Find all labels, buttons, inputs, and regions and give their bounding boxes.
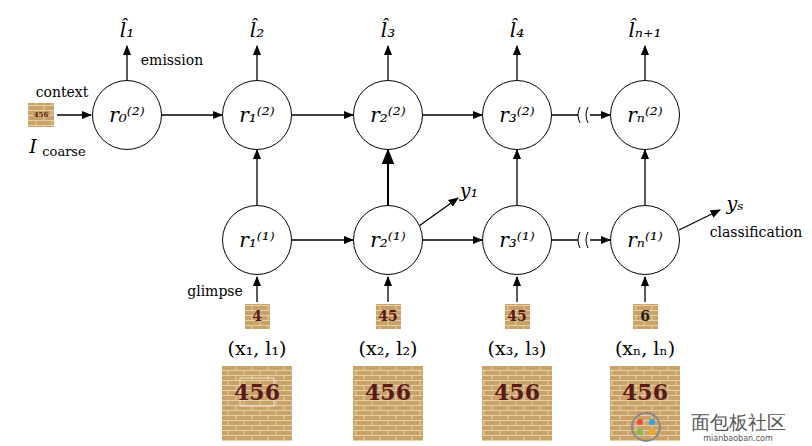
image-digits: 45 xyxy=(378,309,397,324)
image-digits: 456 xyxy=(234,380,280,404)
annotation: classification xyxy=(710,225,803,240)
watermark: mianbaoban.com xyxy=(703,435,773,444)
watermark-logo xyxy=(632,413,660,441)
glimpse-patch xyxy=(633,304,658,329)
rnn-state-circle: rₙ⁽¹⁾ xyxy=(610,205,680,275)
input-image xyxy=(353,366,423,441)
glimpse-input: (x₂, l₂) xyxy=(359,338,418,359)
image-digits: 456 xyxy=(34,111,49,119)
rnn-state-circle: r₁⁽²⁾ xyxy=(222,80,292,150)
annotation: glimpse xyxy=(187,284,243,299)
location-output: l̂ₙ₊₁ xyxy=(628,19,661,41)
rnn-state-circle: r₂⁽²⁾ xyxy=(353,80,423,150)
image-digits: 456 xyxy=(365,380,411,404)
rnn-state-circle: r₃⁽¹⁾ xyxy=(482,205,552,275)
location-output: l̂₃ xyxy=(381,19,395,41)
glimpse-input: (x₁, l₁) xyxy=(228,338,287,359)
recurrent-connection xyxy=(256,150,257,205)
recurrent-connection xyxy=(292,239,353,240)
image-digits: 4 xyxy=(252,309,262,324)
image-digits: 6 xyxy=(640,309,650,324)
state-label: r₁⁽²⁾ xyxy=(239,105,274,125)
input-image xyxy=(482,366,552,441)
image-digits: 456 xyxy=(622,380,668,404)
recurrent-connection xyxy=(644,150,645,205)
recurrent-connection xyxy=(387,150,389,205)
state-label: r₃⁽²⁾ xyxy=(499,105,534,125)
rnn-state-circle: r₃⁽²⁾ xyxy=(482,80,552,150)
glimpse-input: (x₃, l₃) xyxy=(488,338,547,359)
input-image xyxy=(610,366,680,441)
annotation: emission xyxy=(141,53,203,68)
class-output: y₁ xyxy=(460,180,478,201)
glimpse-input: (xₙ, lₙ) xyxy=(615,338,675,359)
rnn-state-circle: r₂⁽¹⁾ xyxy=(353,205,423,275)
watermark: 面包板社区 xyxy=(691,412,786,433)
location-output: l̂₄ xyxy=(510,19,524,41)
symbol-subscript: coarse xyxy=(42,145,85,159)
annotation: context xyxy=(36,85,89,100)
state-label: r₁⁽¹⁾ xyxy=(239,230,274,250)
input-image xyxy=(222,366,292,441)
state-label: r₃⁽¹⁾ xyxy=(499,230,534,250)
state-label: r₀⁽²⁾ xyxy=(109,105,144,125)
recurrent-connection xyxy=(292,114,353,115)
recurrent-connection xyxy=(516,150,517,205)
rnn-state-circle: rₙ⁽²⁾ xyxy=(610,80,680,150)
rnn-state-circle: r₀⁽²⁾ xyxy=(92,80,162,150)
location-output: l̂₁ xyxy=(120,19,134,41)
coarse-image xyxy=(28,103,54,127)
rnn-state-circle: r₁⁽¹⁾ xyxy=(222,205,292,275)
emission-arrows xyxy=(57,46,720,302)
glimpse-patch xyxy=(505,304,530,329)
state-label: r₂⁽¹⁾ xyxy=(370,230,405,250)
state-label: rₙ⁽²⁾ xyxy=(627,105,663,125)
image-digits: 45 xyxy=(507,309,526,324)
glimpse-patch xyxy=(376,304,401,329)
recurrent-connection xyxy=(162,114,222,115)
state-label: rₙ⁽¹⁾ xyxy=(627,230,663,250)
location-output: l̂₂ xyxy=(250,19,264,41)
recurrent-connection xyxy=(423,239,482,240)
state-label: r₂⁽²⁾ xyxy=(370,105,405,125)
glimpse-patch xyxy=(245,304,270,329)
image-digits: 456 xyxy=(494,380,540,404)
recurrent-connection xyxy=(423,114,482,115)
class-output: yₛ xyxy=(726,193,743,214)
symbol: I xyxy=(29,136,37,157)
